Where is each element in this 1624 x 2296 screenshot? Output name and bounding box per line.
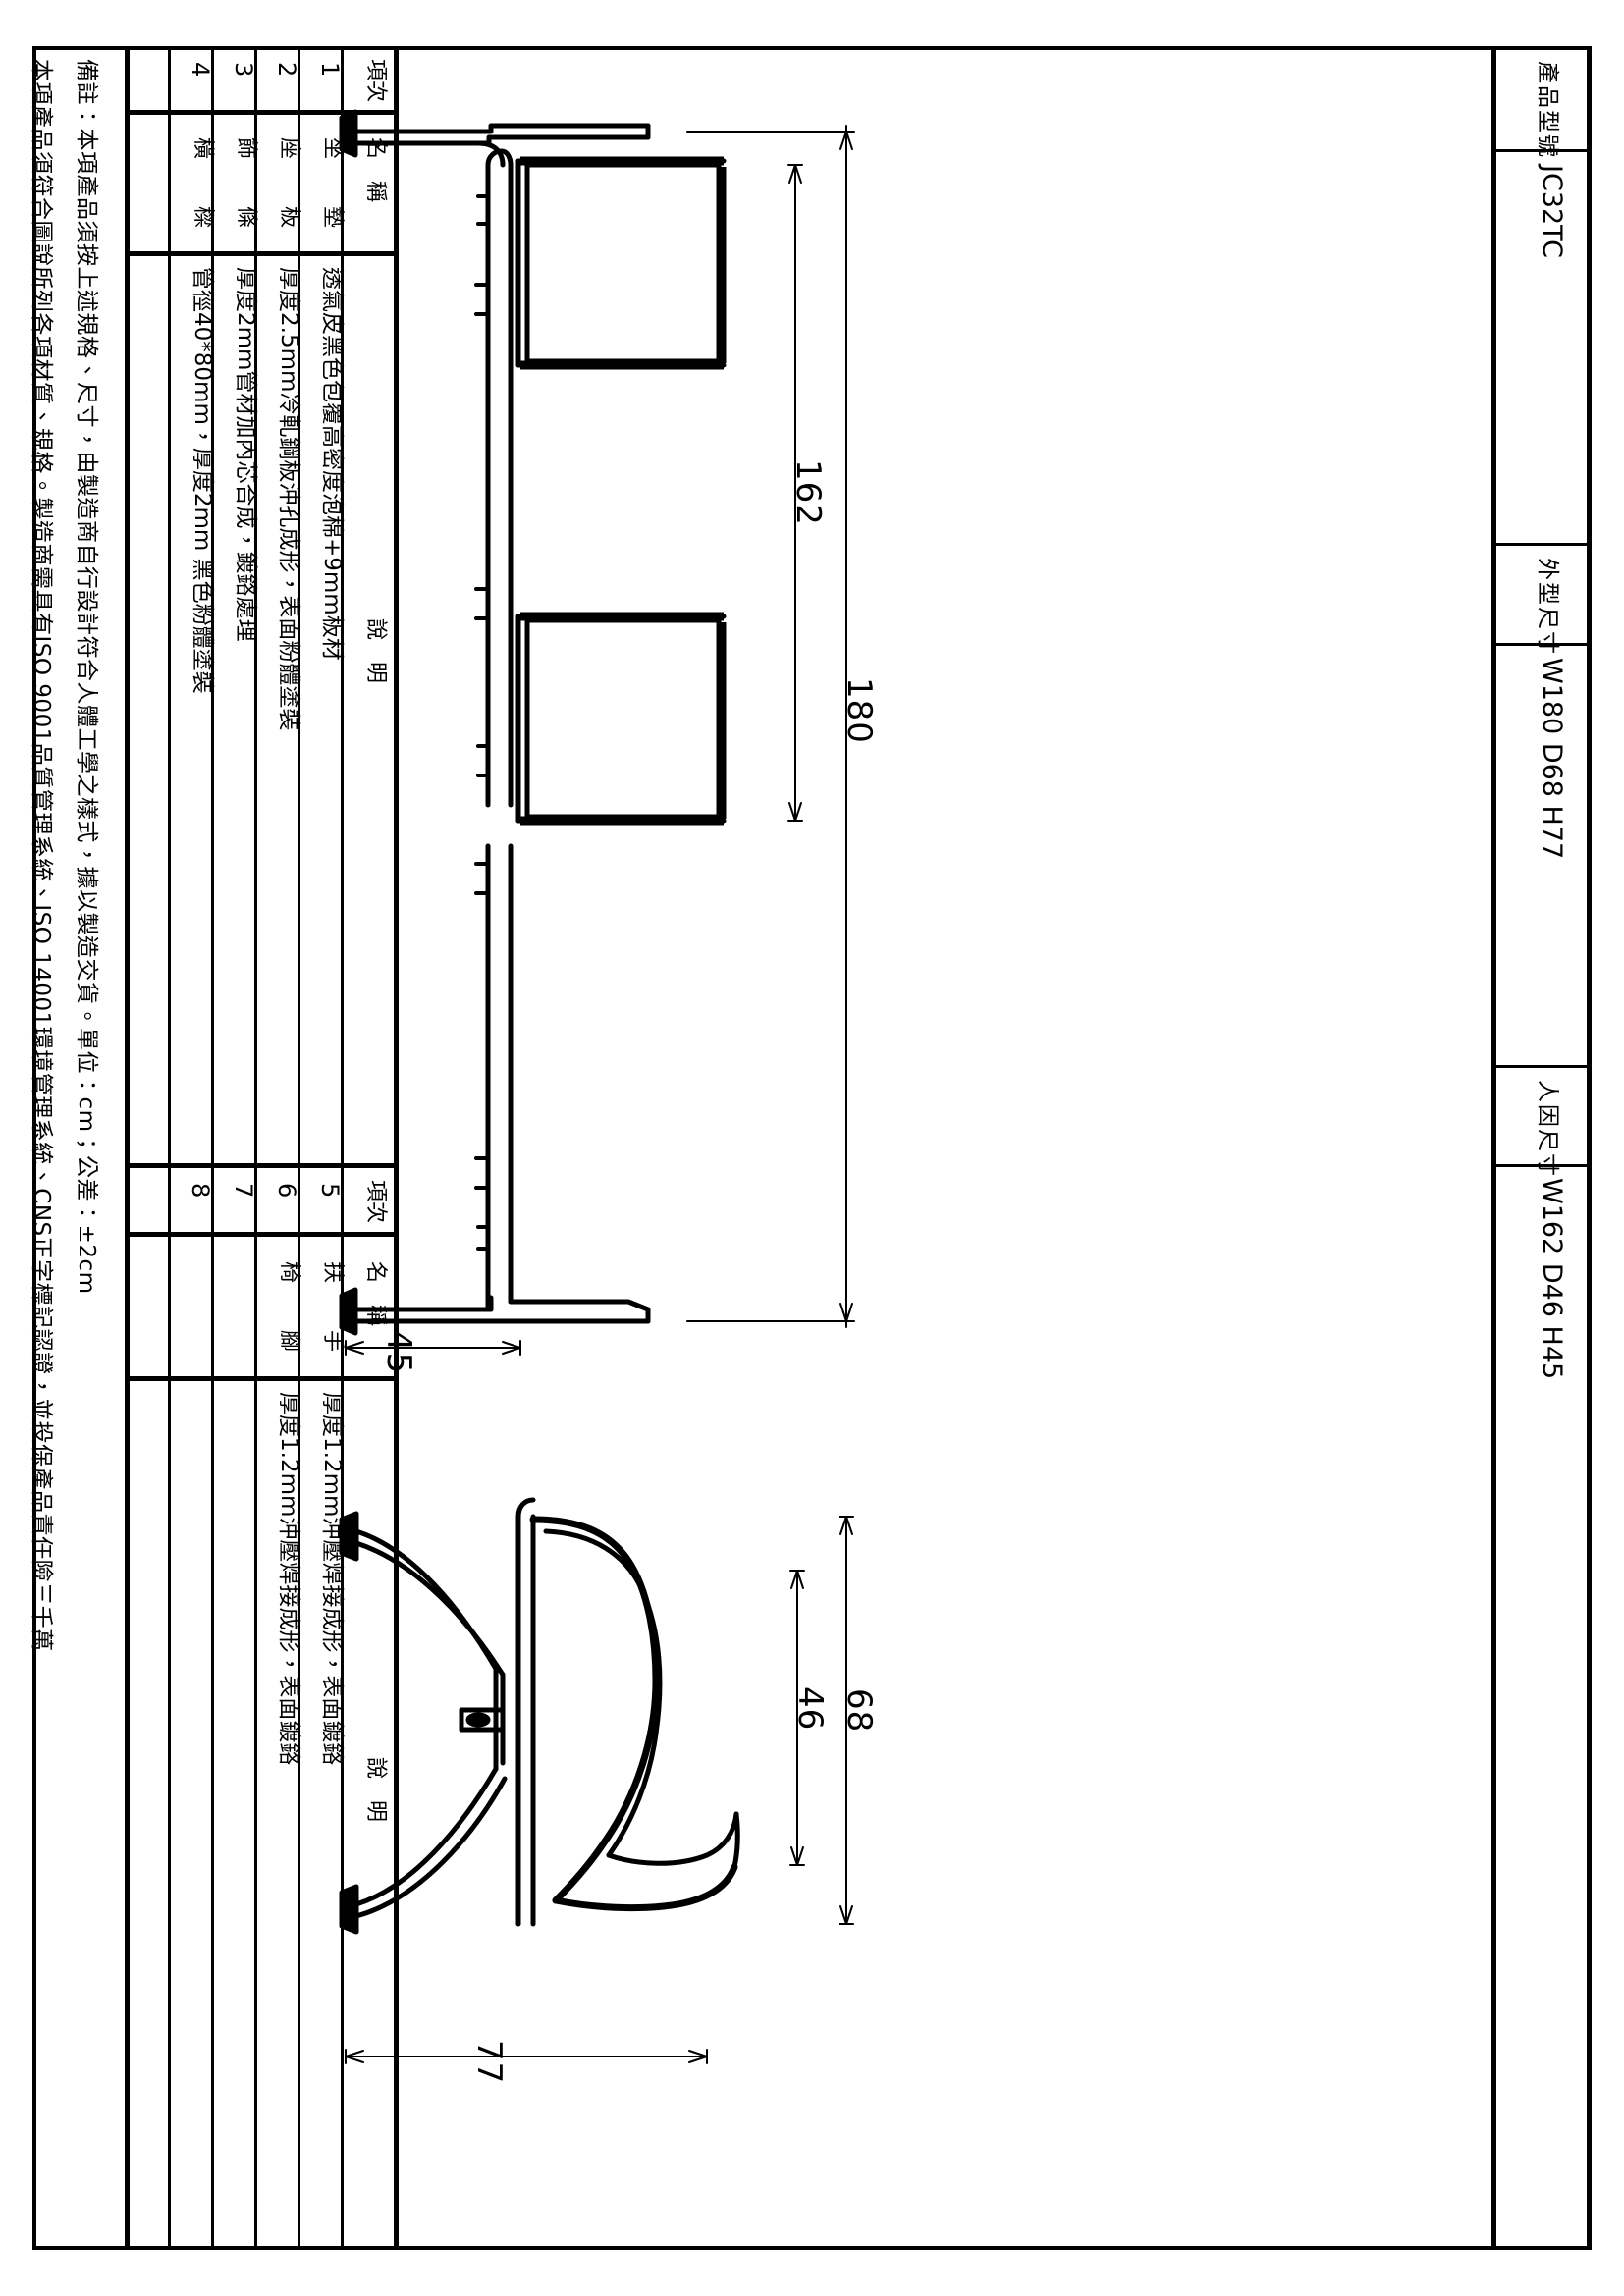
dimension-68: 68 (839, 1688, 879, 1734)
title-block-rule (1491, 1164, 1590, 1167)
table-rule (125, 1232, 398, 1237)
table-rule (125, 1376, 398, 1381)
dimension-180: 180 (839, 677, 879, 744)
title-block-rule (1587, 46, 1592, 2250)
title-block-rule (1491, 46, 1496, 2250)
dimension-77: 77 (469, 2040, 509, 2085)
dimension-162: 162 (788, 459, 828, 526)
title-block-rule (1491, 1065, 1590, 1068)
table-rule (125, 46, 130, 2250)
title-block-rule (1491, 149, 1590, 152)
table-rule (211, 46, 214, 2250)
table-rule (298, 46, 300, 2250)
title-block-rule (1491, 643, 1590, 646)
table-rule (125, 110, 398, 115)
dimension-45: 45 (379, 1330, 418, 1375)
table-rule (254, 46, 257, 2250)
table-rule (341, 46, 344, 2250)
table-rule (394, 46, 399, 2250)
table-rule (125, 1163, 398, 1168)
dimension-46: 46 (790, 1686, 830, 1732)
title-block-rule (1491, 543, 1590, 546)
table-rule (168, 46, 171, 2250)
table-rule (125, 251, 398, 256)
